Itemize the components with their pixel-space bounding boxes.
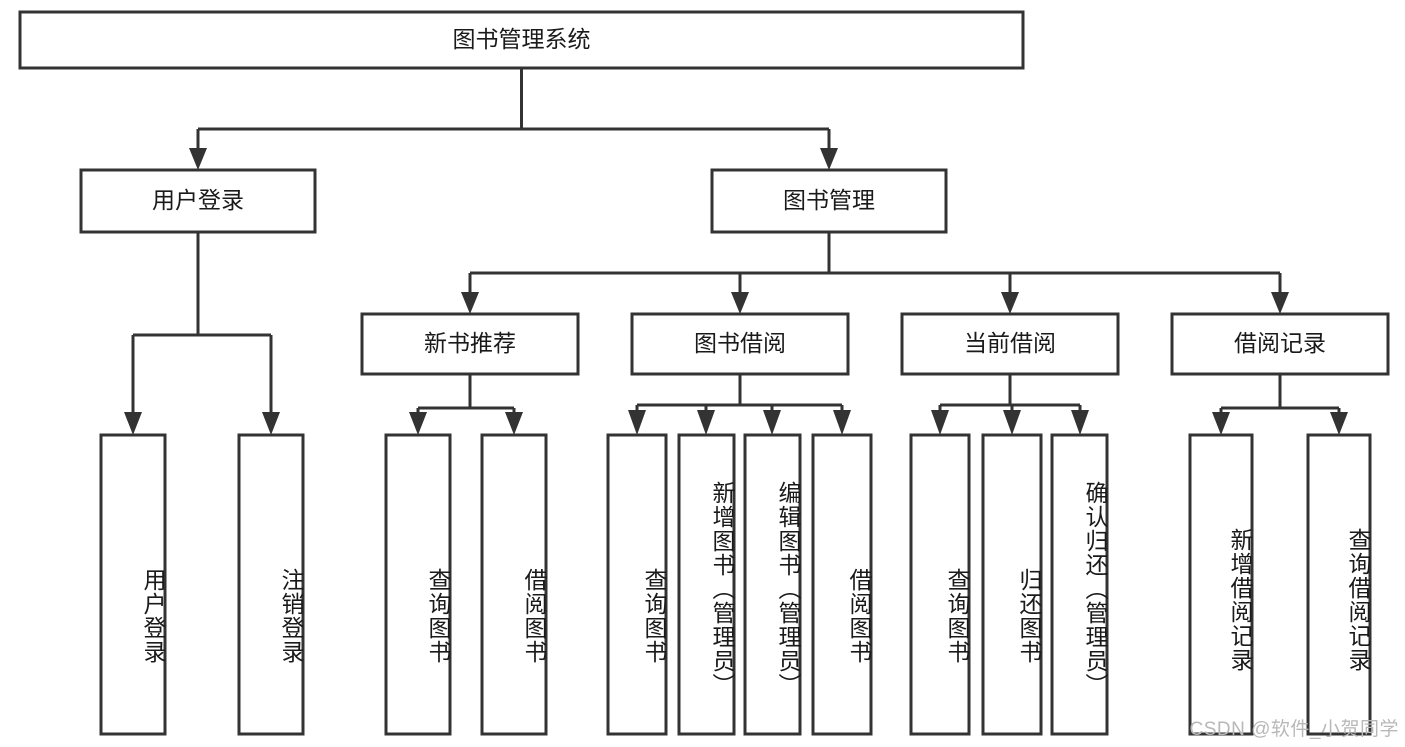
node-borrow-record-label: 借阅记录 [1234,330,1326,356]
arrowhead-leaf-borrow-query-book [628,410,646,435]
node-leaf-record-query-box[interactable] [1306,433,1372,736]
connector-layer [124,68,1348,435]
node-leaf-recommend-borrow-book-box[interactable] [480,433,548,736]
arrowhead-book-manage [820,148,838,170]
arrowhead-user-login [189,148,207,170]
node-borrow-record[interactable]: 借阅记录 [1170,312,1390,376]
arrowhead-leaf-recommend-query-book [409,412,427,435]
arrowhead-leaf-borrow-borrow-book [833,410,851,435]
arrowhead-leaf-record-add [1212,412,1230,435]
node-new-book-recommend-label: 新书推荐 [424,330,516,356]
arrowhead-leaf-recommend-borrow-book [505,412,523,435]
node-layer: 图书管理系统 用户登录 图书管理 新书推荐 图书借阅 [18,10,1390,736]
node-root[interactable]: 图书管理系统 [18,10,1025,70]
node-leaf-current-return-book-box[interactable] [981,433,1043,736]
node-current-borrow-label: 当前借阅 [964,330,1056,356]
node-leaf-recommend-query-book-box[interactable] [384,433,452,736]
node-leaf-borrow-borrow-book-box[interactable] [811,433,873,736]
node-leaf-record-add-box[interactable] [1188,433,1254,736]
arrowhead-current-borrow [1001,292,1019,314]
node-new-book-recommend[interactable]: 新书推荐 [360,312,580,376]
node-book-manage-label: 图书管理 [783,187,875,213]
node-user-login-label: 用户登录 [152,187,244,213]
node-borrow-record-box[interactable] [1170,312,1390,376]
arrowhead-borrow-record [1271,292,1289,314]
node-current-borrow[interactable]: 当前借阅 [900,312,1120,376]
arrowhead-leaf-borrow-add-book [697,410,715,435]
node-leaf-user-login-box[interactable] [99,433,167,736]
node-leaf-current-query-book-box[interactable] [909,433,971,736]
arrowhead-leaf-current-return-book [1003,410,1021,435]
arrowhead-new-book-recommend [461,292,479,314]
node-leaf-current-confirm-return-box[interactable] [1050,433,1109,736]
node-leaf-user-logout-box[interactable] [237,433,305,736]
arrowhead-book-borrow [731,292,749,314]
node-root-label: 图书管理系统 [453,26,591,52]
node-user-login-box[interactable] [79,168,317,234]
node-new-book-recommend-box[interactable] [360,312,580,376]
arrowhead-leaf-user-login [124,412,142,435]
arrowhead-leaf-borrow-edit-book [763,410,781,435]
node-leaf-borrow-edit-book-box[interactable] [743,433,802,736]
node-current-borrow-box[interactable] [900,312,1120,376]
node-book-borrow[interactable]: 图书借阅 [630,312,850,376]
node-root-box[interactable] [18,10,1025,70]
arrowhead-leaf-record-query [1330,412,1348,435]
arrowhead-leaf-current-confirm-return [1071,410,1089,435]
node-leaf-borrow-query-book-box[interactable] [606,433,668,736]
csdn-watermark: CSDN @软件_小贺同学 [1189,719,1399,740]
node-book-borrow-box[interactable] [630,312,850,376]
node-leaf-borrow-add-book-box[interactable] [677,433,736,736]
node-book-manage[interactable]: 图书管理 [710,168,948,234]
node-user-login[interactable]: 用户登录 [79,168,317,234]
node-book-borrow-label: 图书借阅 [694,330,786,356]
arrowhead-leaf-current-query-book [931,410,949,435]
arrowhead-leaf-user-logout [262,412,280,435]
node-book-manage-box[interactable] [710,168,948,234]
